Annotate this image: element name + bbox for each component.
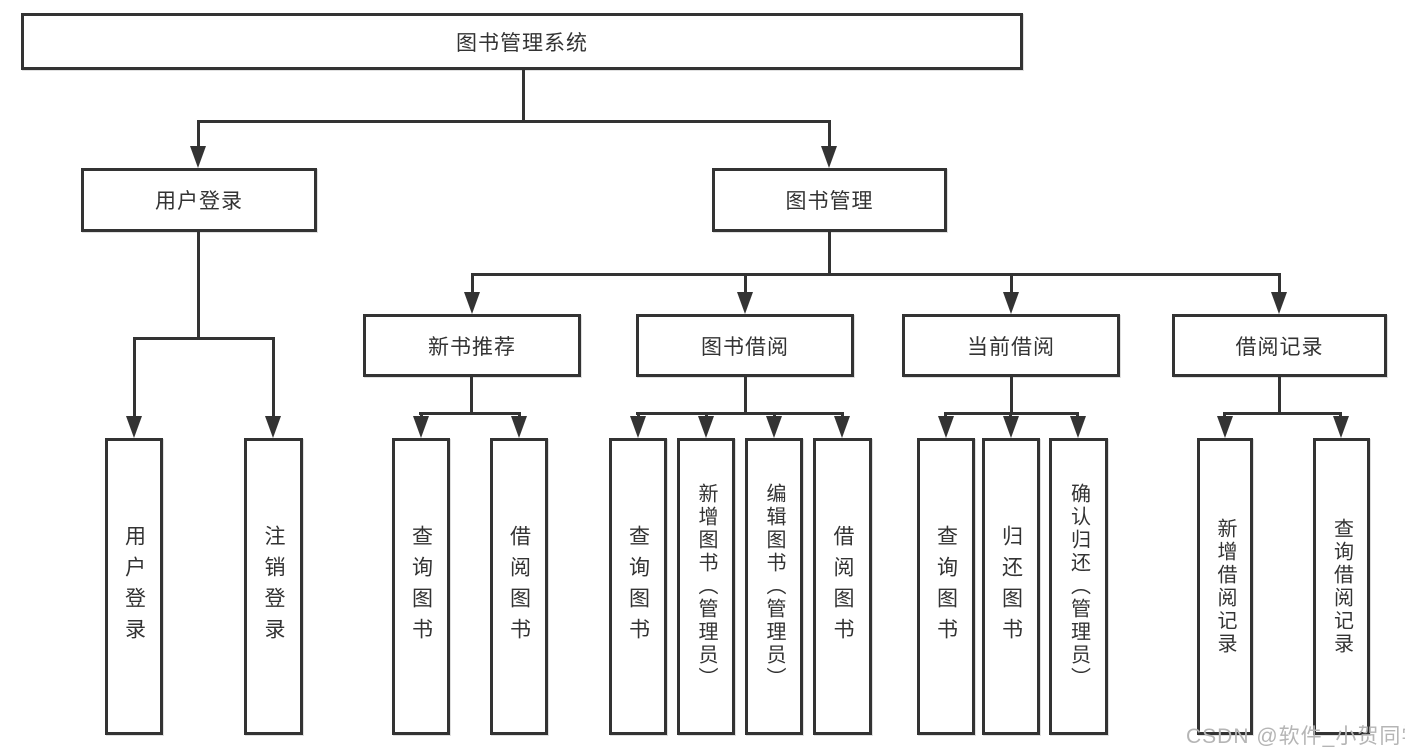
node-new-book-recommend-label: 新书推荐 [428, 335, 516, 359]
node-leaf-add-books-admin: 新增图书（管理员） [677, 438, 735, 735]
node-leaf-query-borrow-record: 查询借阅记录 [1313, 438, 1370, 735]
node-user-login: 用户登录 [81, 168, 317, 232]
connector-root-stem [522, 70, 525, 120]
connector-to-current-borrow [1010, 273, 1013, 296]
connector-level2-rail [197, 120, 831, 123]
leaf-label: 新增借阅记录 [1214, 517, 1236, 656]
node-borrow-records: 借阅记录 [1172, 314, 1387, 377]
node-current-borrow: 当前借阅 [902, 314, 1120, 377]
connector-records-rail [1224, 412, 1342, 415]
arrow-down-icon [821, 146, 837, 168]
leaf-label: 用户登录 [122, 524, 146, 649]
node-root: 图书管理系统 [21, 13, 1023, 70]
connector-current-stem [1010, 377, 1013, 415]
leaf-label: 查询图书 [934, 524, 958, 649]
node-leaf-user-login: 用户登录 [105, 438, 163, 735]
arrow-down-icon [938, 416, 954, 438]
arrow-down-icon [1070, 416, 1086, 438]
node-leaf-add-borrow-record: 新增借阅记录 [1197, 438, 1253, 735]
node-book-borrow-label: 图书借阅 [701, 335, 789, 359]
arrow-down-icon [265, 416, 281, 438]
connector-to-leaf-login [133, 337, 136, 420]
arrow-down-icon [126, 416, 142, 438]
arrow-down-icon [413, 416, 429, 438]
connector-borrow-rail [636, 412, 844, 415]
node-leaf-borrow-books: 借阅图书 [490, 438, 548, 735]
arrow-down-icon [464, 292, 480, 314]
arrow-down-icon [698, 416, 714, 438]
connector-recommend-rail [419, 412, 521, 415]
arrow-down-icon [1271, 292, 1287, 314]
connector-to-new-book [471, 273, 474, 296]
connector-current-rail [945, 412, 1079, 415]
connector-level3-rail [471, 273, 1281, 276]
arrow-down-icon [630, 416, 646, 438]
node-leaf-query-books: 查询图书 [609, 438, 667, 735]
arrow-down-icon [1333, 416, 1349, 438]
connector-to-leaf-logout [272, 337, 275, 420]
leaf-label: 新增图书（管理员） [695, 483, 717, 690]
leaf-label: 借阅图书 [831, 524, 854, 649]
node-user-login-label: 用户登录 [155, 190, 243, 213]
connector-to-book-borrow [744, 273, 747, 296]
node-leaf-confirm-return-admin: 确认归还（管理员） [1049, 438, 1108, 735]
node-leaf-edit-books-admin: 编辑图书（管理员） [745, 438, 803, 735]
connector-login-rail [133, 337, 275, 340]
connector-recommend-stem [470, 377, 473, 415]
arrow-down-icon [834, 416, 850, 438]
arrow-down-icon [1003, 416, 1019, 438]
connector-to-book-management [828, 120, 831, 148]
node-leaf-query-books: 查询图书 [392, 438, 450, 735]
connector-to-user-login [197, 120, 200, 148]
connector-to-borrow-records [1278, 273, 1281, 296]
arrow-down-icon [190, 146, 206, 168]
node-current-borrow-label: 当前借阅 [967, 335, 1055, 359]
leaf-label: 编辑图书（管理员） [763, 483, 785, 690]
arrow-down-icon [737, 292, 753, 314]
node-new-book-recommend: 新书推荐 [363, 314, 581, 377]
leaf-label: 查询图书 [409, 524, 433, 649]
node-root-label: 图书管理系统 [456, 31, 588, 55]
arrow-down-icon [1003, 292, 1019, 314]
leaf-label: 确认归还（管理员） [1067, 483, 1090, 690]
connector-records-stem [1278, 377, 1281, 415]
leaf-label: 查询借阅记录 [1330, 517, 1353, 656]
leaf-label: 注销登录 [262, 524, 285, 649]
connector-user-login-stem [197, 232, 200, 337]
arrow-down-icon [766, 416, 782, 438]
connector-book-management-stem [828, 232, 831, 273]
node-book-management: 图书管理 [712, 168, 947, 232]
leaf-label: 查询图书 [626, 524, 650, 649]
node-leaf-borrow-books: 借阅图书 [813, 438, 872, 735]
arrow-down-icon [511, 416, 527, 438]
node-book-borrow: 图书借阅 [636, 314, 854, 377]
leaf-label: 归还图书 [999, 524, 1023, 649]
node-leaf-return-books: 归还图书 [982, 438, 1040, 735]
arrow-down-icon [1217, 416, 1233, 438]
node-borrow-records-label: 借阅记录 [1235, 335, 1324, 359]
node-book-management-label: 图书管理 [785, 190, 874, 213]
node-leaf-logout: 注销登录 [244, 438, 303, 735]
csdn-watermark: CSDN @软件_小贺同学 [1186, 725, 1405, 747]
node-leaf-query-books: 查询图书 [917, 438, 975, 735]
leaf-label: 借阅图书 [507, 524, 531, 649]
connector-borrow-stem [744, 377, 747, 415]
